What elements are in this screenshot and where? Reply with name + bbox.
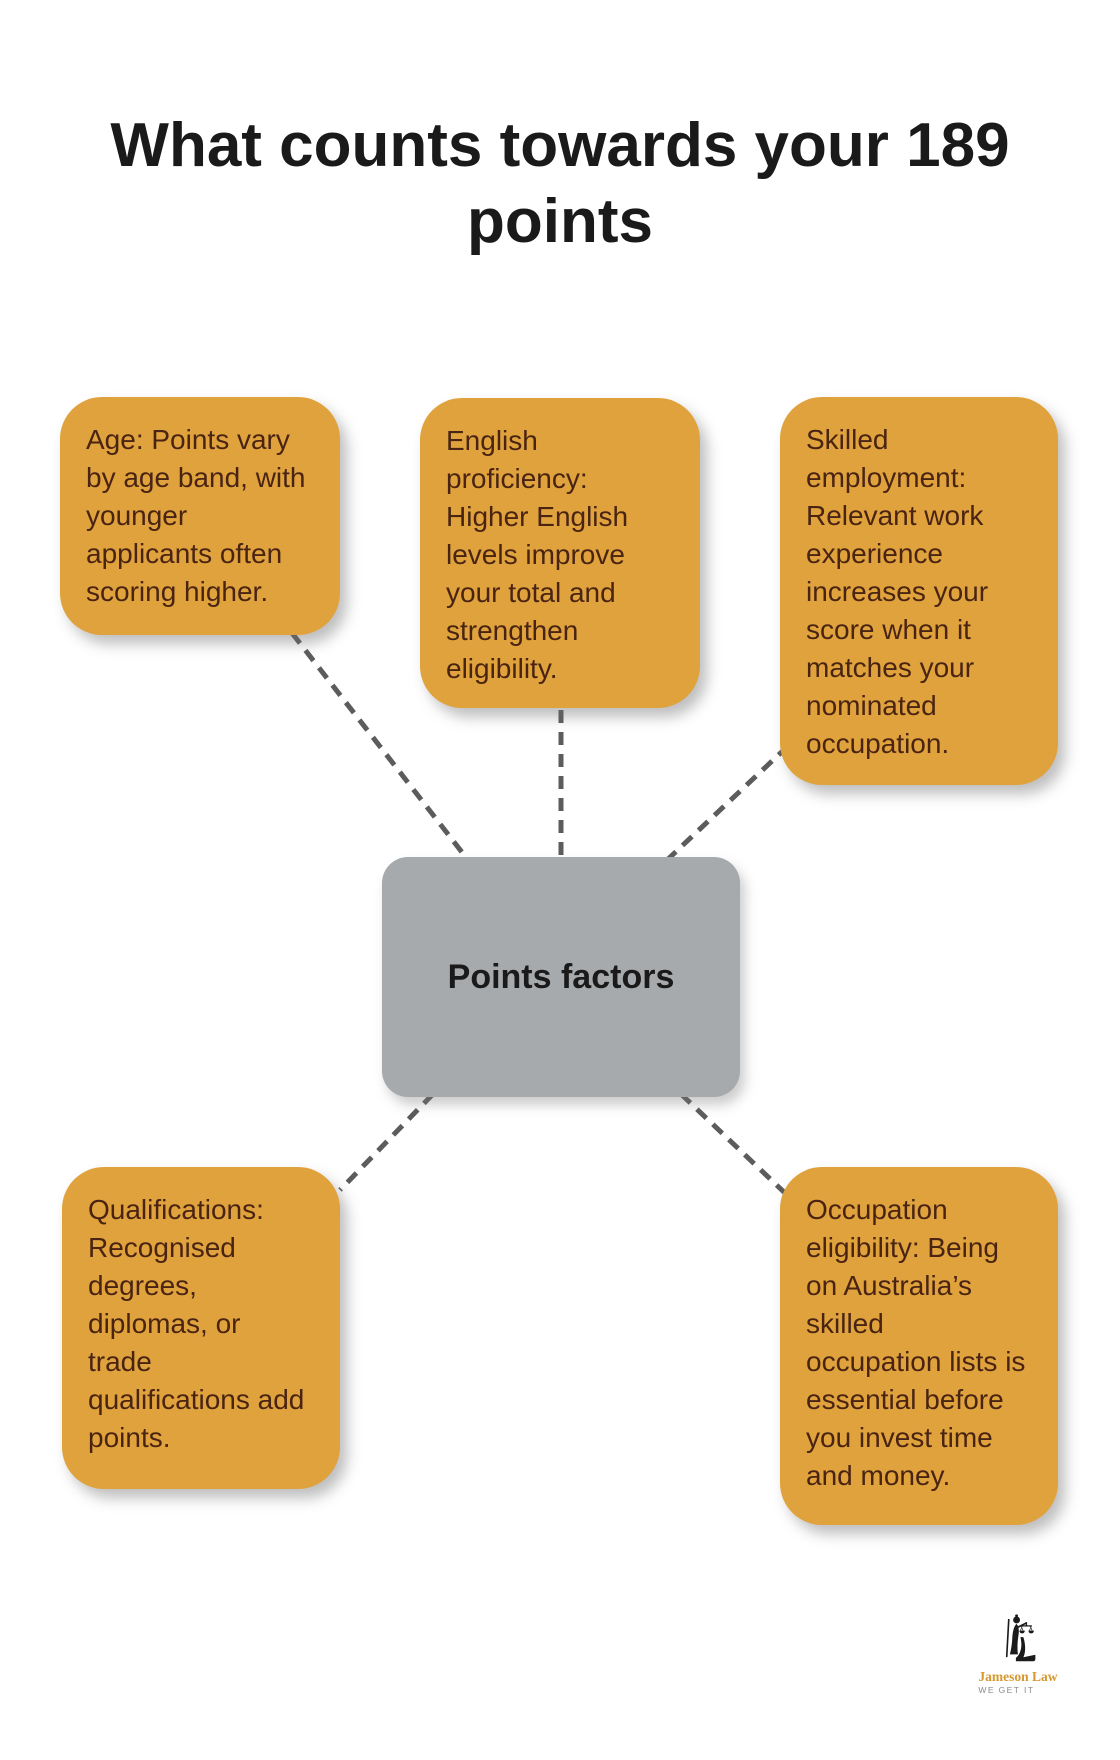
- center-node-points-factors: Points factors: [382, 857, 740, 1097]
- brand-logo: Jameson Law WE GET IT: [968, 1612, 1068, 1698]
- page-title: What counts towards your 189 points: [110, 111, 1010, 256]
- node-skilled-employment-text: Skilled employment: Relevant work experi…: [806, 424, 989, 759]
- connector-center-qualifications: [338, 1092, 435, 1192]
- connector-center-occupation: [679, 1092, 788, 1196]
- brand-logo-name: Jameson Law: [978, 1669, 1058, 1684]
- brand-logo-block: Jameson Law WE GET IT: [978, 1612, 1058, 1695]
- node-age-text: Age: Points vary by age band, with young…: [86, 424, 306, 607]
- center-node-label: Points factors: [447, 957, 675, 996]
- node-english-proficiency: English proficiency: Higher English leve…: [420, 398, 700, 708]
- node-skilled-employment: Skilled employment: Relevant work experi…: [780, 397, 1058, 785]
- node-occupation-eligibility: Occupation eligibility: Being on Austral…: [780, 1167, 1058, 1525]
- node-english-proficiency-text: English proficiency: Higher English leve…: [446, 425, 629, 684]
- node-age: Age: Points vary by age band, with young…: [60, 397, 340, 635]
- brand-logo-tagline: WE GET IT: [978, 1685, 1035, 1695]
- node-occupation-eligibility-text: Occupation eligibility: Being on Austral…: [806, 1194, 1026, 1491]
- lady-justice-scales-icon: [1005, 1614, 1036, 1662]
- connector-skilled-center: [664, 744, 790, 863]
- node-qualifications: Qualifications: Recognised degrees, dipl…: [62, 1167, 340, 1489]
- connector-age-center: [290, 631, 470, 862]
- node-qualifications-text: Qualifications: Recognised degrees, dipl…: [88, 1194, 305, 1453]
